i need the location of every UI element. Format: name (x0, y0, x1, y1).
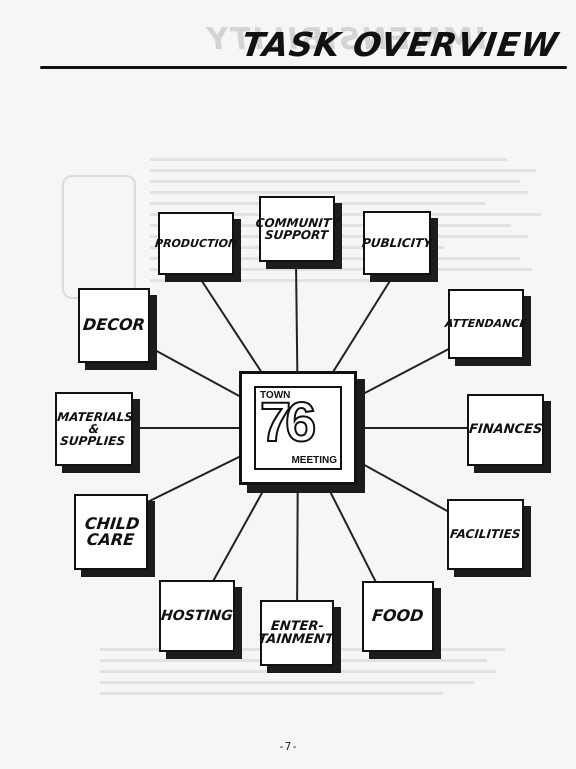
task-label: FOOD (371, 606, 425, 626)
task-publicity: PUBLICITY (361, 211, 433, 275)
task-child-care: CHILD CARE (74, 494, 148, 570)
task-label: FACILITIES (449, 527, 522, 542)
task-label: PUBLICITY (361, 235, 433, 250)
task-attendance: ATTENDANCE (444, 289, 528, 359)
logo-bottom-text: MEETING (291, 455, 337, 466)
town-meeting-logo: TOWN 76 MEETING (239, 371, 357, 485)
task-label: COMMUNITY SUPPORT (254, 215, 341, 242)
task-label: FINANCES (468, 422, 543, 438)
logo-frame: TOWN 76 MEETING (254, 386, 342, 470)
task-label: HOSTING (160, 607, 234, 624)
task-facilities: FACILITIES (447, 499, 524, 570)
task-label: PRODUCTION (154, 236, 238, 250)
task-label: CHILD CARE (83, 513, 141, 549)
task-materials-supplies: MATERIALS & SUPPLIES (55, 392, 134, 466)
task-food: FOOD (362, 581, 434, 652)
task-label: DECOR (82, 315, 147, 335)
task-label: ATTENDANCE (444, 317, 528, 331)
task-decor: DECOR (78, 288, 150, 363)
task-production: PRODUCTION (154, 212, 238, 275)
task-label: ENTER- TAINMENT (257, 618, 335, 647)
task-community-support: COMMUNITY SUPPORT (255, 196, 340, 262)
task-label: MATERIALS & SUPPLIES (56, 409, 134, 449)
task-finances: FINANCES (467, 394, 544, 466)
logo-top-text: TOWN (260, 390, 291, 401)
page-number: -7- (278, 740, 298, 753)
title-rule (40, 66, 567, 69)
task-entertainment: ENTER- TAINMENT (257, 600, 335, 666)
task-hosting: HOSTING (159, 580, 235, 652)
logo-number: 76 (259, 390, 317, 453)
